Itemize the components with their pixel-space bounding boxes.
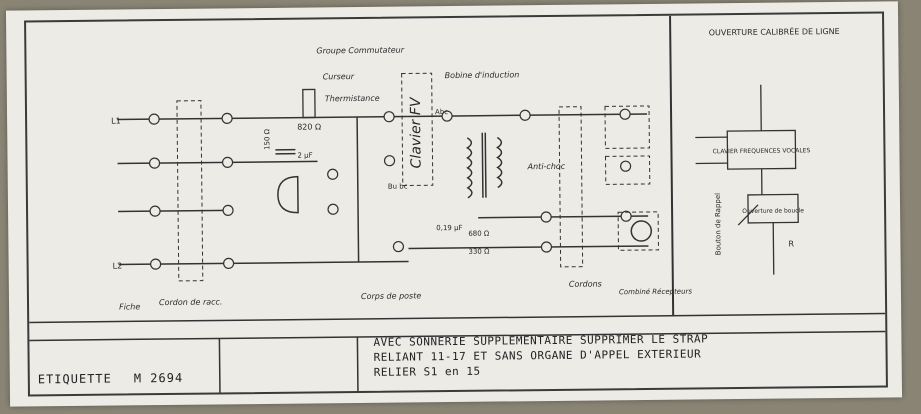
label-thermistance: Thermistance [325, 94, 380, 104]
panel-ouverture: Ouverture de boucle [742, 207, 804, 215]
label-bobine: Bobine d'induction [445, 70, 520, 80]
circuit-diagram: L1 L2 Groupe Commutateur Curseur Thermis… [29, 15, 886, 393]
value-r680: 680 Ω [468, 230, 490, 238]
footer-etiquette: ETIQUETTE [37, 371, 112, 387]
value-abc: Abc [435, 108, 448, 116]
label-corps-poste: Corps de poste [361, 291, 421, 301]
label-clavier-fv: Clavier FV [408, 96, 425, 168]
label-groupe-commutateur: Groupe Commutateur [316, 46, 404, 56]
label-cordons: Cordons [569, 279, 602, 288]
label-combine: Combiné Récepteurs [619, 288, 693, 297]
line-label-l1: L1 [111, 116, 121, 125]
value-c019: 0,19 µF [436, 224, 462, 232]
footer-note: AVEC SONNERIE SUPPLEMENTAIRE SUPPRIMER L… [373, 332, 709, 379]
panel-r: R [788, 239, 794, 248]
schematic-card: L1 L2 Groupe Commutateur Curseur Thermis… [5, 1, 903, 407]
panel-title: OUVERTURE CALIBRÉE DE LIGNE [709, 25, 840, 37]
footer-ref: M 2694 [133, 370, 184, 386]
line-label-l2: L2 [113, 261, 123, 270]
schematic-frame: L1 L2 Groupe Commutateur Curseur Thermis… [24, 11, 888, 397]
value-r820: 820 Ω [297, 122, 321, 131]
label-cordon-racc: Cordon de racc. [159, 297, 223, 307]
value-bu-bc: Bu bc [388, 182, 408, 190]
value-r330: 330 Ω [468, 248, 490, 256]
label-anti-choc: Anti-choc [527, 162, 566, 171]
label-curseur: Curseur [323, 72, 355, 81]
panel-bouton: Bouton de Rappel [714, 193, 723, 255]
value-r150: 150 Ω [263, 128, 271, 150]
value-c2: 2 µF [297, 151, 312, 159]
panel-clavier: CLAVIER FREQUENCES VOCALES [713, 147, 811, 155]
label-fiche: Fiche [119, 302, 140, 311]
